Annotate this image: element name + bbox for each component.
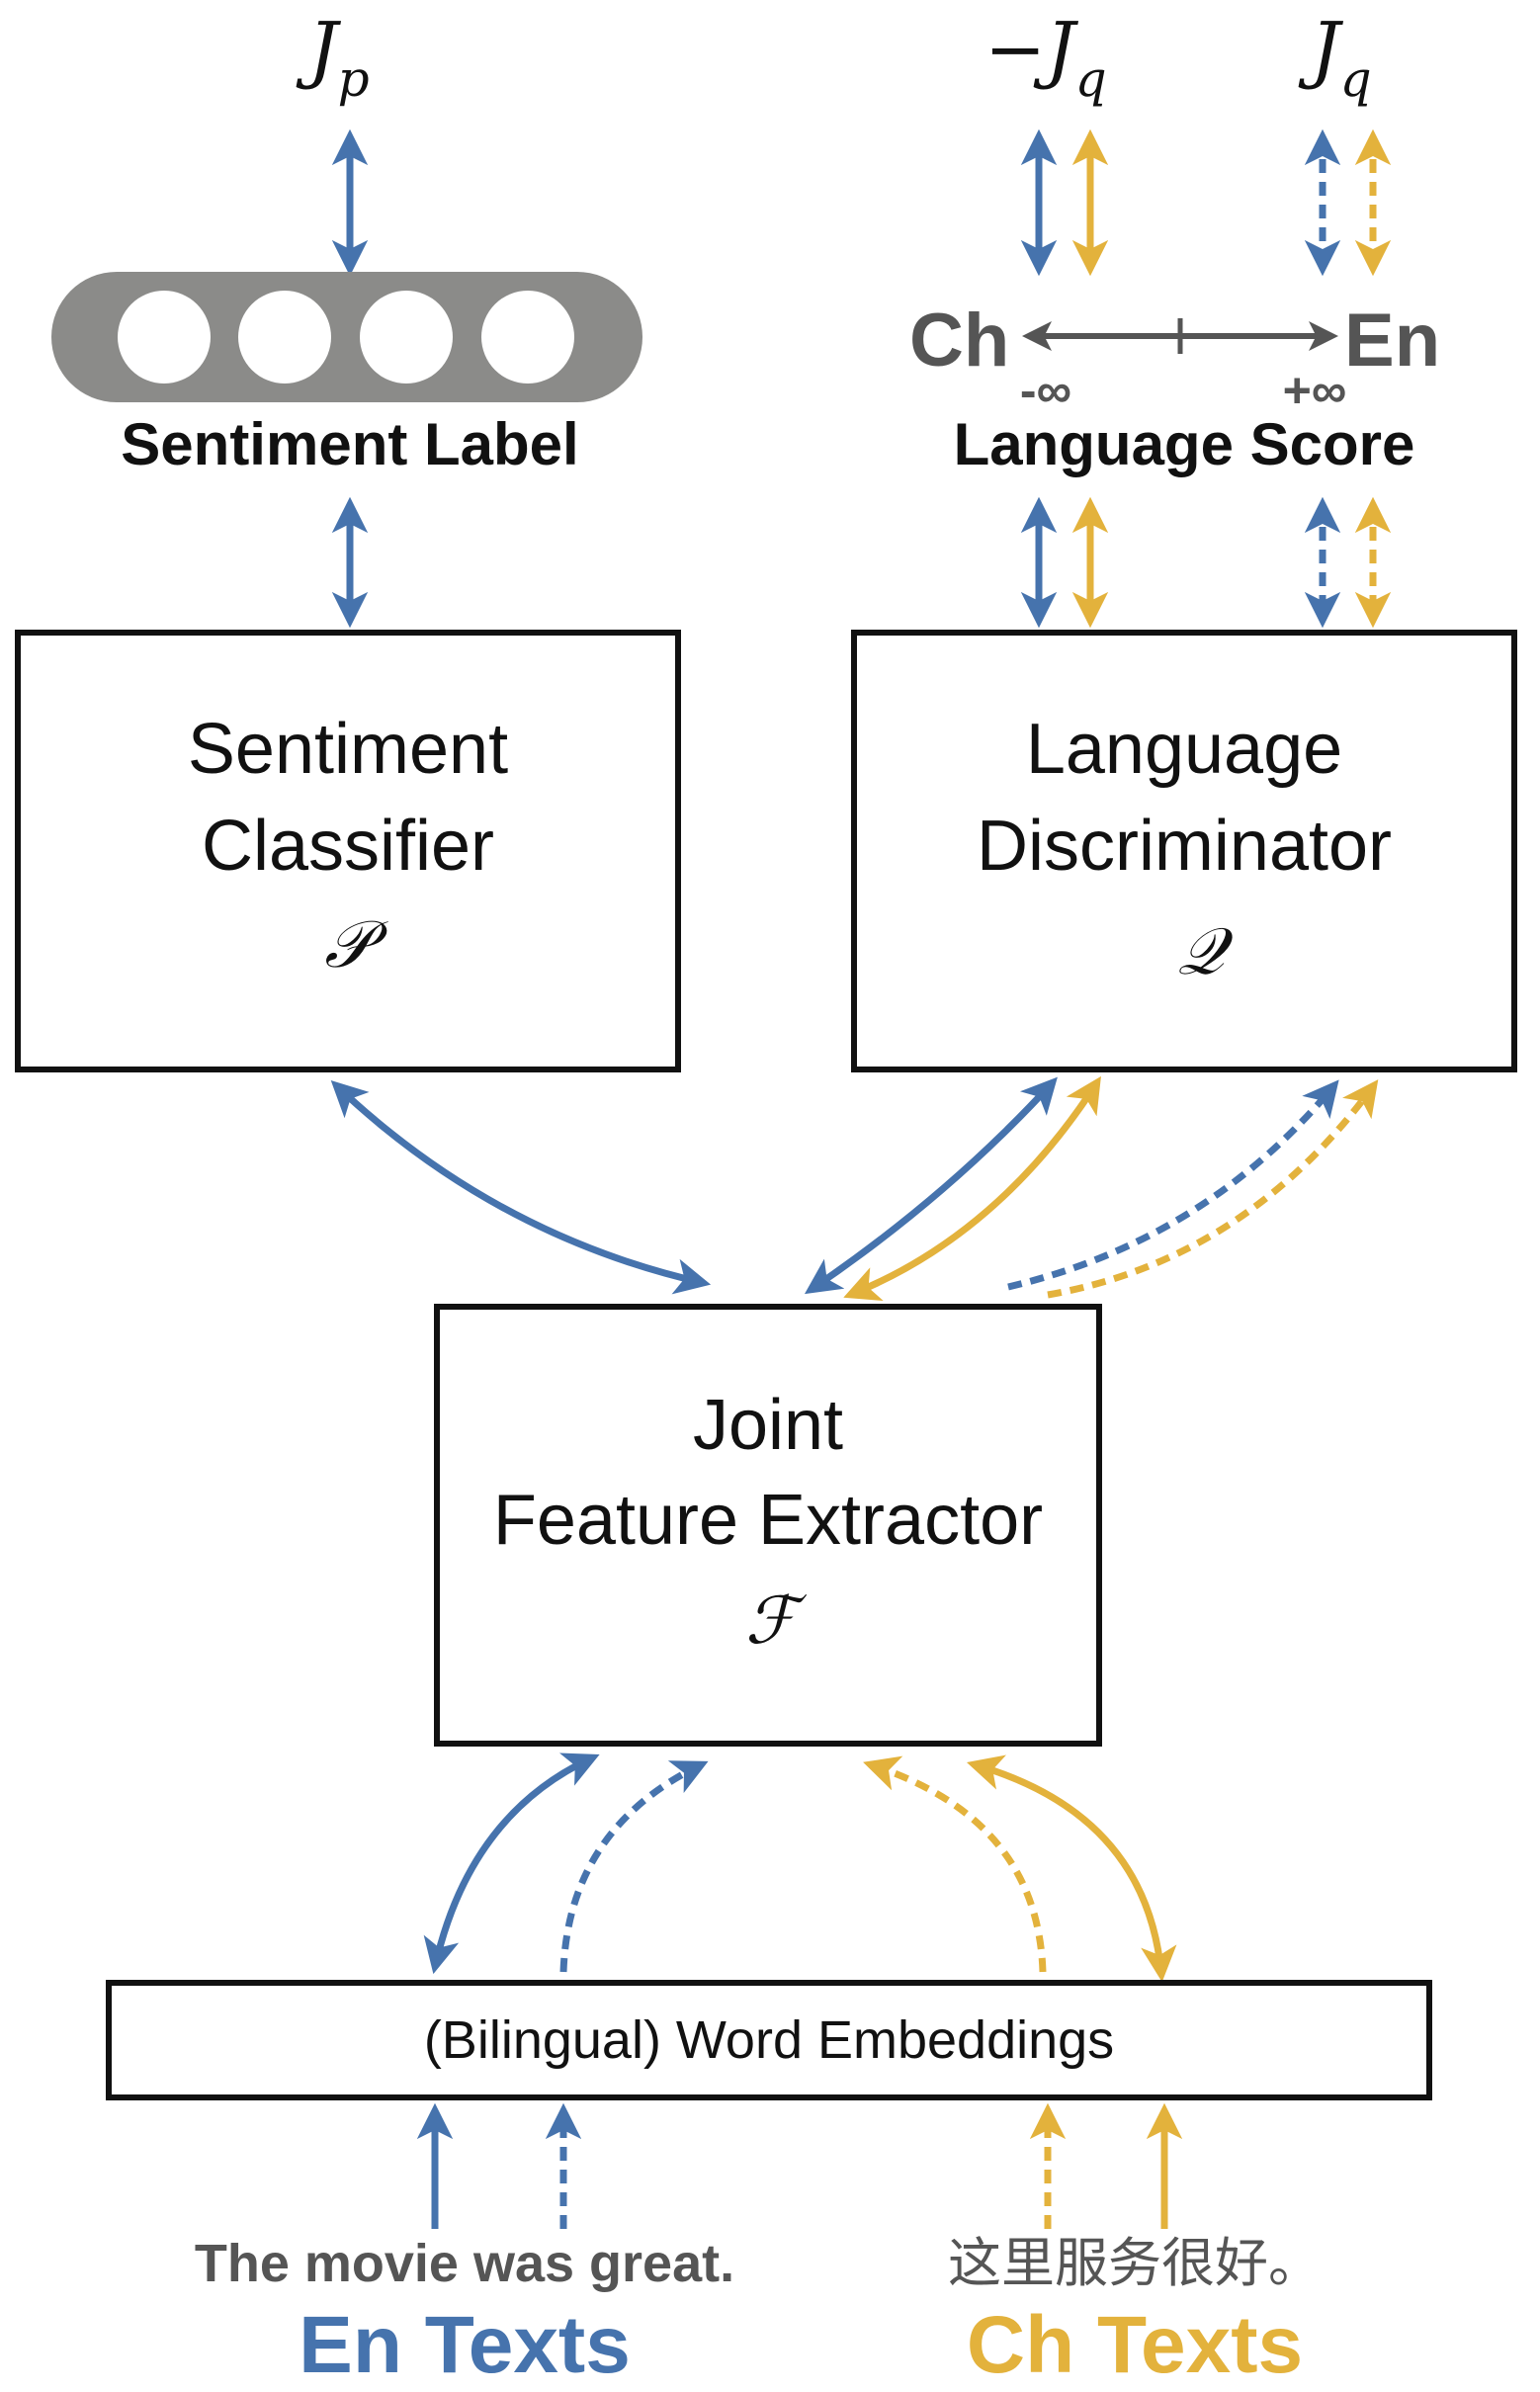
- objective-neg-jq: −Jq: [984, 7, 1107, 108]
- language-score-pos-infinity: +∞: [1283, 363, 1347, 418]
- sentiment-classifier-title-line2: Classifier: [202, 807, 494, 886]
- objective-neg-jq-subscript: q: [1075, 50, 1107, 108]
- sentiment-label-node: [238, 291, 331, 384]
- word-embeddings-box: [106, 1980, 1432, 2100]
- language-score-en: En: [1344, 299, 1440, 383]
- sentiment-classifier-title-line1: Sentiment: [188, 710, 508, 789]
- feature-extractor-box: [434, 1304, 1102, 1747]
- arrow-discriminator-to-extractor-yellow-dashed: [1047, 1079, 1379, 1299]
- feature-extractor-title-line1: Joint: [693, 1386, 843, 1465]
- language-score-title: Language Score: [954, 411, 1415, 477]
- word-embeddings-label: (Bilingual) Word Embeddings: [424, 2010, 1114, 2070]
- sentiment-label-title: Sentiment Label: [121, 411, 578, 477]
- sentiment-label-node: [118, 291, 211, 384]
- en-example-sentence: The movie was great.: [195, 2234, 734, 2293]
- objective-jq-subscript: q: [1340, 50, 1372, 108]
- sentiment-label-node: [360, 291, 453, 384]
- objective-jq: Jq: [1298, 7, 1372, 108]
- language-discriminator-box: [851, 630, 1517, 1072]
- arrow-embeddings-extractor-en-solid: [423, 1752, 600, 1975]
- ch-example-sentence: 这里服务很好。: [948, 2232, 1322, 2294]
- language-discriminator-title-line2: Discriminator: [977, 807, 1392, 886]
- language-discriminator-title-line1: Language: [1026, 710, 1342, 789]
- arrow-embeddings-extractor-en-dashed: [559, 1760, 709, 1973]
- en-texts-label: En Texts: [299, 2300, 631, 2390]
- feature-extractor-title-line2: Feature Extractor: [493, 1481, 1043, 1560]
- arrow-discriminator-to-extractor-yellow: [843, 1075, 1101, 1302]
- arrow-discriminator-to-extractor-blue-dashed: [1007, 1079, 1339, 1291]
- sentiment-classifier-box: [15, 630, 681, 1072]
- arrow-classifier-to-extractor: [330, 1079, 712, 1295]
- objective-jp-subscript: p: [338, 50, 370, 108]
- ch-texts-label: Ch Texts: [967, 2300, 1303, 2390]
- sentiment-label-pill: [51, 272, 642, 402]
- language-score-neg-infinity: -∞: [1020, 363, 1071, 418]
- sentiment-label-node: [481, 291, 574, 384]
- arrow-embeddings-extractor-ch-dashed: [863, 1755, 1047, 1973]
- arrow-embeddings-extractor-ch-solid: [967, 1754, 1177, 1983]
- language-score-ch: Ch: [909, 299, 1009, 383]
- objective-jp: Jp: [296, 7, 370, 108]
